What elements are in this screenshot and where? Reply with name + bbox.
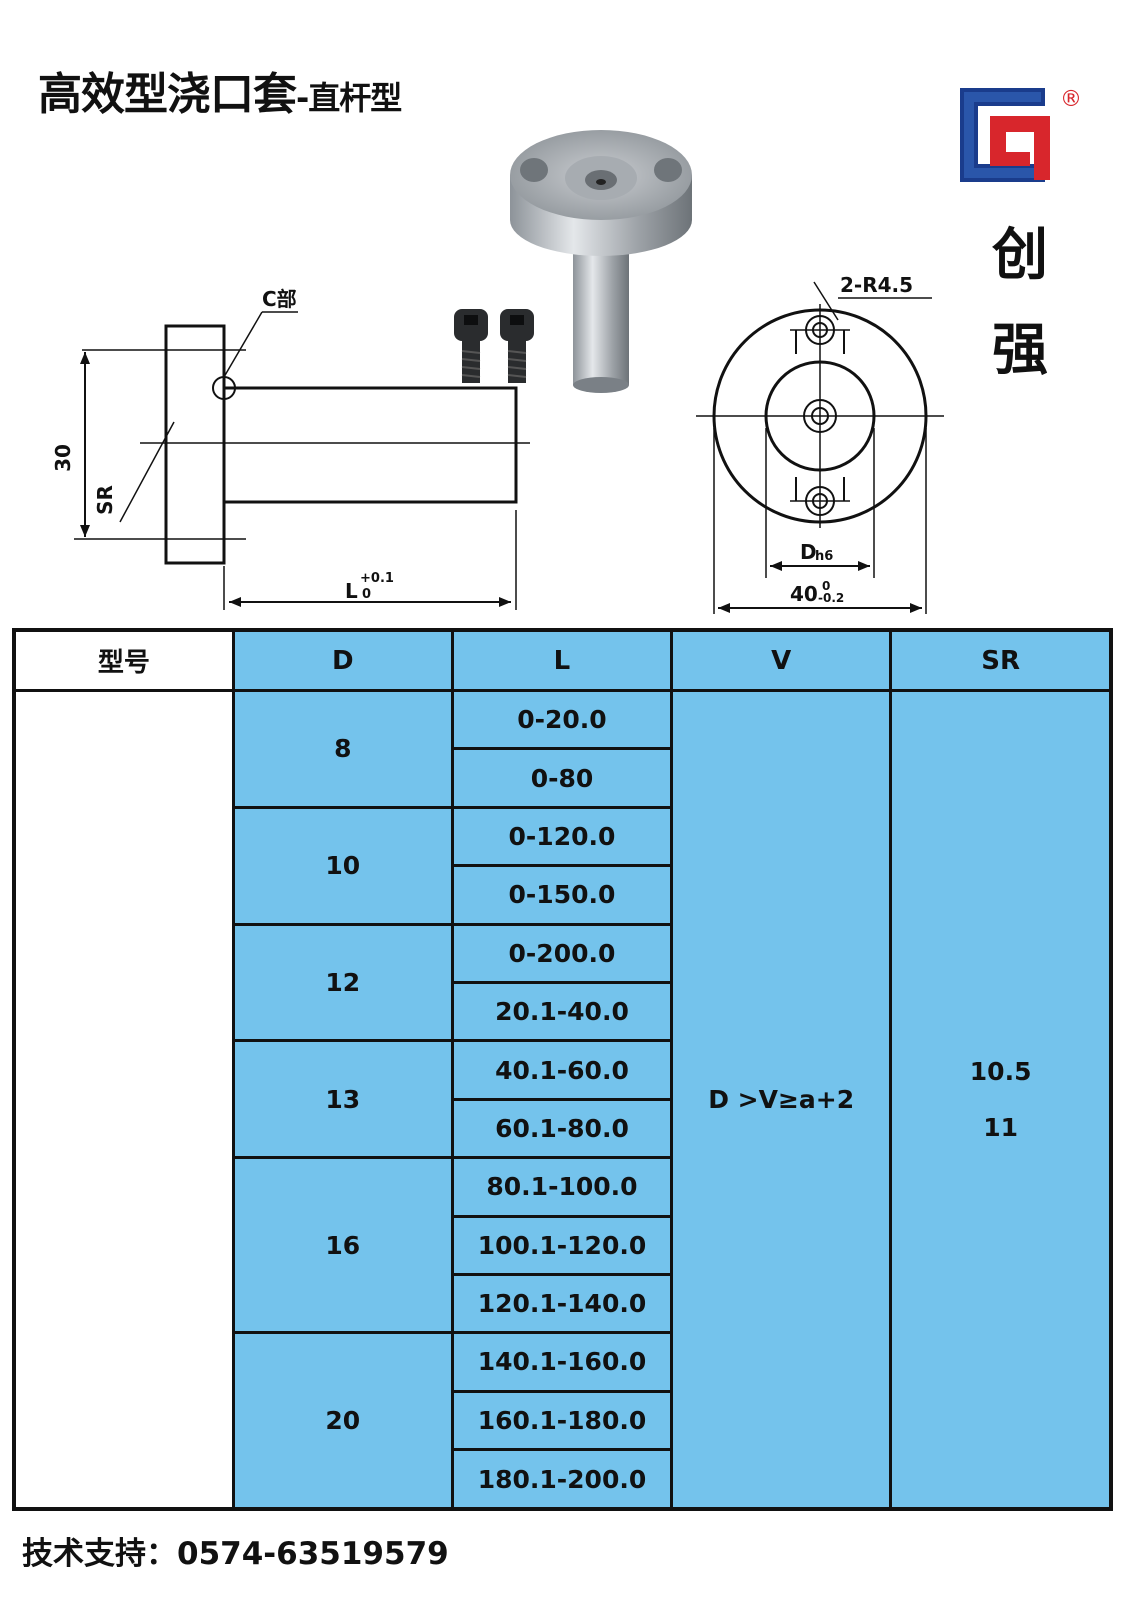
brand-char-2: 强 (992, 318, 1048, 383)
screws-photo (454, 309, 534, 383)
table-header-row: 型号 D L V SR (12, 628, 1113, 692)
header-v: V (670, 628, 893, 692)
table-row: 13 40.1-60.0 (14, 1039, 1111, 1160)
height-label: 30 (51, 444, 75, 472)
l-cell: 0-120.0 (450, 805, 674, 868)
l-label: L (345, 579, 358, 603)
d-cell: 12 (231, 922, 454, 1043)
d-cell: 10 (231, 805, 454, 926)
l-tol-upper: +0.1 (360, 571, 394, 586)
table-row: 0-80 (14, 747, 1111, 809)
d-cell: 20 (231, 1331, 454, 1511)
table-row: 12 0-200.0 (14, 922, 1111, 1043)
support-contact: 技术支持：0574-63519579 (22, 1536, 449, 1572)
l-cell: 0-150.0 (450, 864, 674, 926)
sr-value-2: 11 (983, 1112, 1019, 1142)
table-row: 8 0-20.0 D >V≥a+2 10.5 11 (12, 688, 1113, 1511)
top-view-drawing: 2-R4.5 D h6 40 0 -0.2 (696, 273, 944, 614)
spec-table: 型号 D L V SR 8 0-20.0 D >V≥a+2 10.5 11 0-… (12, 628, 1113, 1511)
header-l: L (450, 628, 674, 692)
table-row: 10 0-120.0 (14, 805, 1111, 926)
table-row: 0-150.0 (14, 864, 1111, 926)
model-cell (12, 689, 235, 1511)
l-cell: 160.1-180.0 (450, 1389, 674, 1452)
table-row: 100.1-120.0 (14, 1214, 1111, 1276)
flange-outline (164, 324, 226, 565)
header-d: D (231, 628, 454, 692)
table-row: 120.1-140.0 (14, 1272, 1111, 1335)
l-cell: 100.1-120.0 (450, 1214, 674, 1276)
l-cell: 140.1-160.0 (450, 1331, 674, 1393)
l-cell: 0-200.0 (450, 922, 674, 984)
table-row: 20 140.1-160.0 (14, 1331, 1111, 1511)
header-sr: SR (889, 628, 1113, 692)
page-title: 高效型浇口套-直杆型 (38, 58, 402, 122)
sr-label: SR (93, 485, 117, 515)
title-sub: -直杆型 (296, 79, 402, 117)
brand-logo: ® (960, 87, 1082, 182)
c-part-label: C部 (262, 287, 297, 311)
d-cell: 13 (231, 1039, 454, 1160)
table-row: 20.1-40.0 (14, 980, 1111, 1043)
l-cell: 40.1-60.0 (450, 1039, 674, 1101)
registered-mark: ® (1060, 87, 1082, 112)
sr-value-1: 10.5 (969, 1056, 1032, 1086)
diameter-tol-upper: 0 (822, 579, 830, 593)
l-cell: 0-80 (450, 747, 674, 809)
side-view-drawing: C部 30 SR L +0.1 0 (51, 287, 530, 610)
table-row: 180.1-200.0 (14, 1448, 1111, 1511)
dh6-sub: h6 (815, 549, 833, 564)
l-cell: 180.1-200.0 (450, 1448, 674, 1511)
sr-cell: 10.5 11 (889, 689, 1113, 1511)
l-cell: 60.1-80.0 (450, 1097, 674, 1160)
d-cell: 8 (231, 689, 454, 809)
v-cell: D >V≥a+2 (670, 689, 893, 1511)
product-photo (510, 130, 692, 393)
l-cell: 0-20.0 (450, 688, 674, 751)
diameter-tol-lower: -0.2 (818, 591, 844, 605)
l-cell: 120.1-140.0 (450, 1272, 674, 1335)
diameter-label: 40 (790, 582, 818, 606)
d-cell: 16 (231, 1156, 454, 1335)
table-row: 60.1-80.0 (14, 1097, 1111, 1160)
holes-label: 2-R4.5 (840, 273, 913, 297)
l-cell: 80.1-100.0 (450, 1156, 674, 1218)
brand-char-1: 创 (992, 223, 1048, 288)
l-cell: 20.1-40.0 (450, 980, 674, 1043)
table-row: 16 80.1-100.0 (14, 1156, 1111, 1335)
header-model: 型号 (12, 628, 235, 692)
l-tol-lower: 0 (362, 587, 371, 602)
title-main: 高效型浇口套 (38, 69, 297, 120)
table-row: 160.1-180.0 (14, 1389, 1111, 1452)
stem-outline (224, 386, 518, 504)
dh6-label: D (800, 540, 817, 564)
